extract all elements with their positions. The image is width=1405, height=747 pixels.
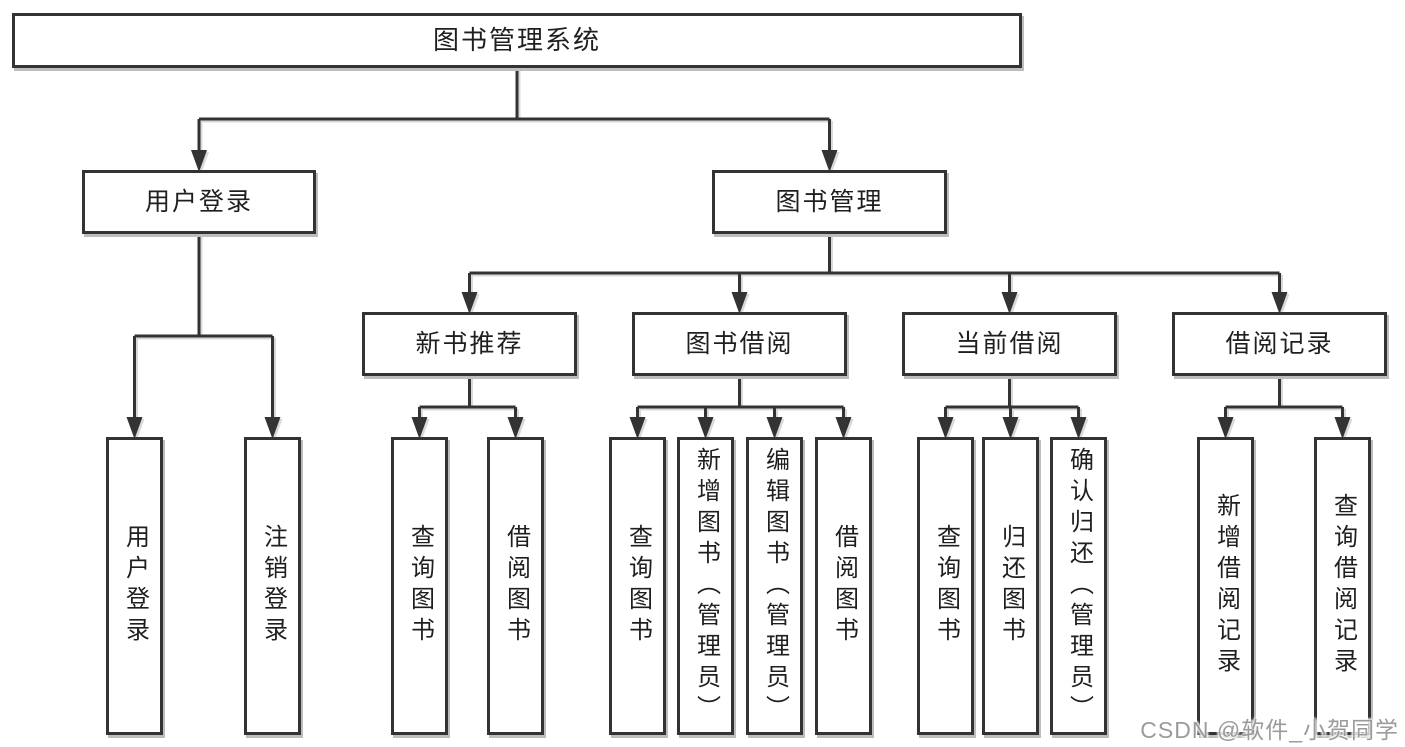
leaf-current-return-books: 归还图书 [982,437,1039,735]
node-new-book-recommend: 新书推荐 [362,312,577,376]
leaf-logout-login: 注销登录 [244,437,301,735]
node-label: 查询借阅记录 [1329,493,1357,679]
node-user-login: 用户登录 [82,170,316,234]
node-label: 确认归还（管理员） [1065,446,1093,726]
node-label: 用户登录 [121,524,149,648]
node-label: 借阅记录 [1225,329,1334,358]
node-label: 图书管理 [775,187,884,216]
node-label: 当前借阅 [955,329,1064,358]
node-label: 查询图书 [624,524,652,648]
leaf-newrec-borrow-books: 借阅图书 [487,437,544,735]
node-book-borrowing: 图书借阅 [632,312,847,376]
node-label: 图书借阅 [685,329,794,358]
leaf-borrow-borrow-books: 借阅图书 [815,437,872,735]
leaf-borrow-add-books-admin: 新增图书（管理员） [677,437,734,735]
node-label: 新增图书（管理员） [692,446,720,726]
leaf-records-query-record: 查询借阅记录 [1314,437,1371,735]
node-label: 新增借阅记录 [1212,493,1240,679]
leaf-newrec-query-books: 查询图书 [391,437,448,735]
node-label: 查询图书 [932,524,960,648]
node-label: 用户登录 [144,187,253,216]
node-label: 查询图书 [406,524,434,648]
leaf-records-add-record: 新增借阅记录 [1197,437,1254,735]
leaf-borrow-query-books: 查询图书 [609,437,666,735]
leaf-user-login: 用户登录 [106,437,163,735]
node-label: 图书管理系统 [432,24,601,55]
leaf-current-confirm-return-admin: 确认归还（管理员） [1050,437,1107,735]
node-current-borrowing: 当前借阅 [902,312,1117,376]
node-borrowing-records: 借阅记录 [1172,312,1387,376]
leaf-borrow-edit-books-admin: 编辑图书（管理员） [746,437,803,735]
node-label: 注销登录 [259,524,287,648]
node-book-management-system: 图书管理系统 [12,13,1022,68]
node-label: 归还图书 [997,524,1025,648]
node-label: 借阅图书 [830,524,858,648]
node-label: 借阅图书 [502,524,530,648]
node-label: 新书推荐 [415,329,524,358]
leaf-current-query-books: 查询图书 [917,437,974,735]
node-label: 编辑图书（管理员） [761,446,789,726]
csdn-watermark: CSDN @软件_小贺同学 [1140,717,1399,743]
node-book-management: 图书管理 [712,170,947,234]
